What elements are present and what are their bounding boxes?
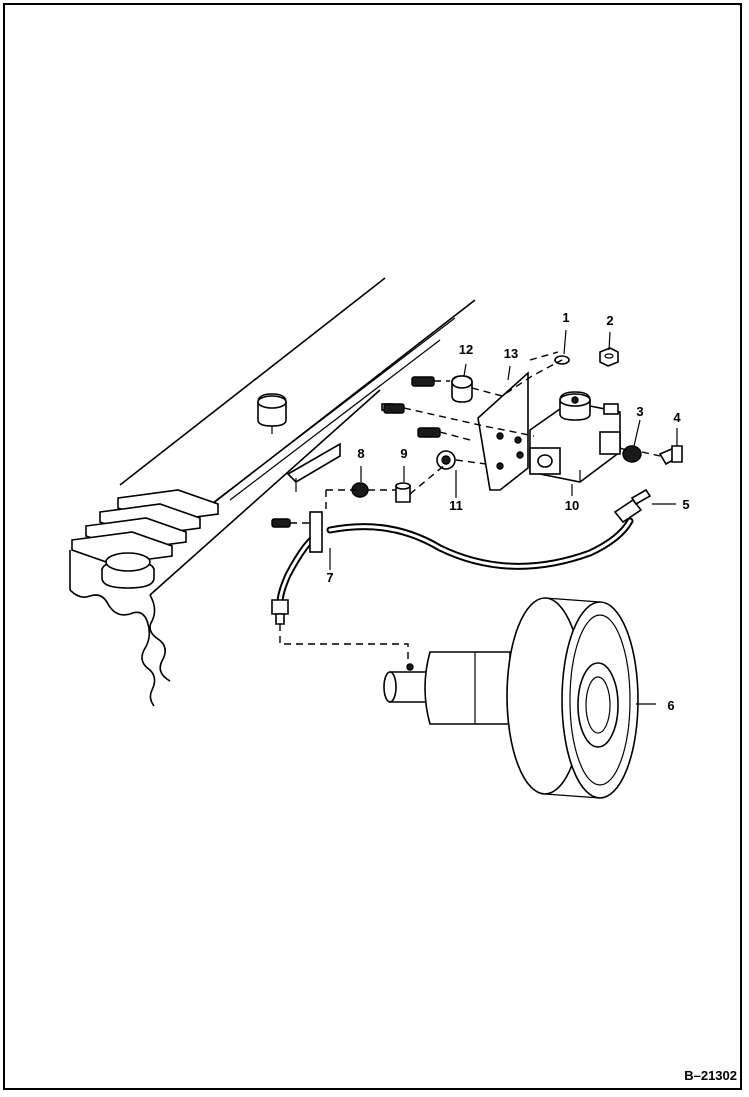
callout-9: 9 bbox=[400, 446, 407, 461]
callout-13: 13 bbox=[504, 346, 518, 361]
callout-5: 5 bbox=[682, 497, 689, 512]
callout-10: 10 bbox=[565, 498, 579, 513]
callout-4: 4 bbox=[673, 410, 681, 425]
assembly-dashed-lines bbox=[279, 351, 661, 666]
callout-12: 12 bbox=[459, 342, 473, 357]
callout-2: 2 bbox=[606, 313, 613, 328]
callout-6: 6 bbox=[667, 698, 674, 713]
callout-labels: 1 2 3 4 5 6 7 8 9 10 11 12 13 bbox=[326, 310, 689, 713]
idler-wheel bbox=[383, 597, 639, 799]
callout-3: 3 bbox=[636, 404, 643, 419]
track-frame bbox=[69, 277, 476, 707]
hydraulic-hose bbox=[271, 488, 652, 625]
figure-id: B–21302 bbox=[684, 1068, 737, 1083]
page-border bbox=[3, 3, 742, 1090]
callout-11: 11 bbox=[449, 498, 463, 513]
callout-7: 7 bbox=[326, 570, 333, 585]
valve-body bbox=[529, 391, 621, 483]
leader-lines bbox=[329, 329, 678, 705]
callout-8: 8 bbox=[357, 446, 364, 461]
valve-bracket bbox=[477, 371, 529, 491]
callout-1: 1 bbox=[562, 310, 569, 325]
